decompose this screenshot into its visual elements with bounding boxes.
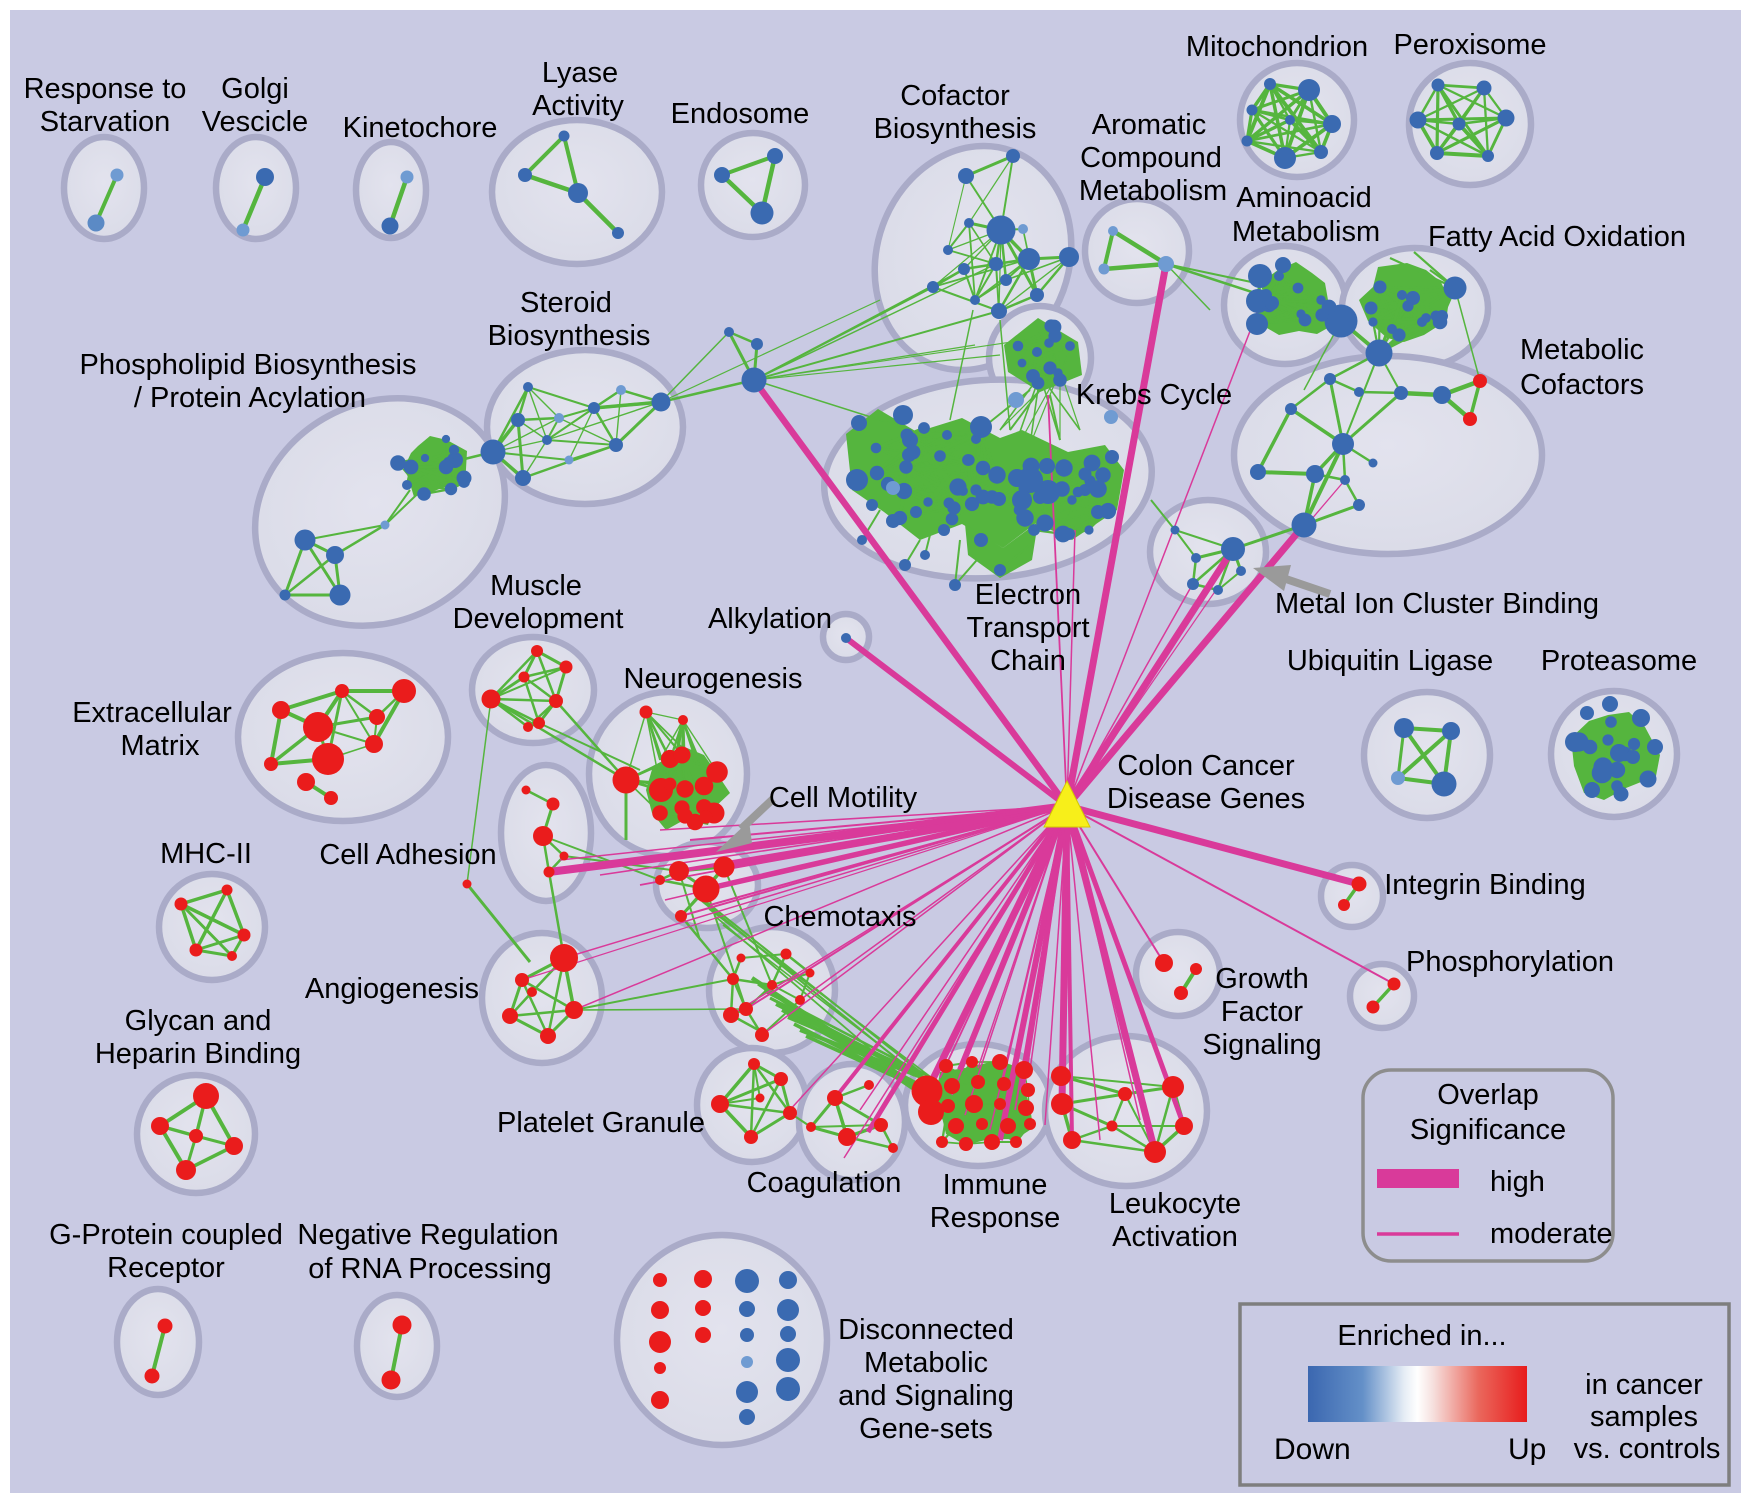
svg-text:Disease Genes: Disease Genes — [1107, 783, 1305, 815]
svg-text:Development: Development — [453, 603, 624, 635]
svg-text:Aromatic: Aromatic — [1092, 109, 1206, 141]
svg-text:Platelet Granule: Platelet Granule — [497, 1107, 705, 1139]
svg-text:Neurogenesis: Neurogenesis — [624, 663, 803, 695]
svg-text:Coagulation: Coagulation — [747, 1167, 902, 1199]
svg-text:Receptor: Receptor — [107, 1252, 225, 1284]
svg-text:Up: Up — [1508, 1433, 1546, 1466]
svg-text:Vescicle: Vescicle — [202, 106, 308, 138]
svg-text:Immune: Immune — [943, 1169, 1048, 1201]
svg-text:samples: samples — [1590, 1401, 1698, 1433]
svg-text:Fatty Acid Oxidation: Fatty Acid Oxidation — [1428, 221, 1686, 253]
svg-text:Chain: Chain — [990, 645, 1066, 677]
svg-text:vs. controls: vs. controls — [1574, 1433, 1721, 1465]
svg-text:Integrin Binding: Integrin Binding — [1384, 869, 1586, 901]
svg-text:Leukocyte: Leukocyte — [1109, 1188, 1241, 1220]
svg-text:Transport: Transport — [966, 612, 1089, 644]
svg-text:Overlap: Overlap — [1437, 1079, 1539, 1111]
svg-text:Colon Cancer: Colon Cancer — [1117, 750, 1295, 782]
svg-text:Lyase: Lyase — [542, 57, 618, 89]
svg-text:Peroxisome: Peroxisome — [1393, 29, 1546, 61]
svg-text:Phospholipid Biosynthesis: Phospholipid Biosynthesis — [80, 349, 417, 381]
svg-text:Significance: Significance — [1410, 1114, 1566, 1146]
svg-text:Activation: Activation — [1112, 1221, 1238, 1253]
svg-text:Muscle: Muscle — [490, 570, 582, 602]
svg-text:and Signaling: and Signaling — [838, 1380, 1014, 1412]
svg-text:Down: Down — [1274, 1433, 1351, 1466]
svg-text:Kinetochore: Kinetochore — [343, 112, 498, 144]
svg-text:Signaling: Signaling — [1202, 1029, 1321, 1061]
svg-text:Electron: Electron — [975, 579, 1081, 611]
svg-text:Angiogenesis: Angiogenesis — [305, 973, 479, 1005]
svg-text:Ubiquitin Ligase: Ubiquitin Ligase — [1287, 645, 1493, 677]
svg-text:Krebs Cycle: Krebs Cycle — [1076, 379, 1232, 411]
svg-text:moderate: moderate — [1490, 1218, 1613, 1250]
svg-text:MHC-II: MHC-II — [160, 838, 252, 870]
svg-text:Cofactors: Cofactors — [1520, 369, 1644, 401]
svg-text:Phosphorylation: Phosphorylation — [1406, 946, 1614, 978]
svg-text:Gene-sets: Gene-sets — [859, 1413, 993, 1445]
svg-text:Cell Motility: Cell Motility — [769, 782, 918, 814]
svg-text:/ Protein Acylation: / Protein Acylation — [134, 382, 366, 414]
svg-text:Disconnected: Disconnected — [838, 1314, 1014, 1346]
svg-text:Alkylation: Alkylation — [708, 603, 832, 635]
svg-text:Response to: Response to — [24, 73, 187, 105]
svg-text:in cancer: in cancer — [1585, 1369, 1703, 1401]
svg-text:Biosynthesis: Biosynthesis — [488, 320, 651, 352]
svg-text:Proteasome: Proteasome — [1541, 645, 1697, 677]
svg-text:Response: Response — [930, 1202, 1061, 1234]
svg-text:Cell Adhesion: Cell Adhesion — [319, 839, 496, 871]
svg-text:Mitochondrion: Mitochondrion — [1186, 31, 1368, 63]
svg-text:Biosynthesis: Biosynthesis — [874, 113, 1037, 145]
svg-text:Golgi: Golgi — [221, 73, 289, 105]
svg-text:Growth: Growth — [1215, 963, 1308, 995]
svg-text:Factor: Factor — [1221, 996, 1304, 1028]
svg-text:Metal Ion Cluster Binding: Metal Ion Cluster Binding — [1275, 588, 1599, 620]
svg-text:Chemotaxis: Chemotaxis — [763, 901, 916, 933]
svg-text:Compound: Compound — [1080, 142, 1222, 174]
svg-text:Metabolic: Metabolic — [1520, 334, 1644, 366]
svg-text:Activity: Activity — [532, 90, 624, 122]
svg-text:Starvation: Starvation — [40, 106, 171, 138]
svg-text:Matrix: Matrix — [121, 730, 200, 762]
svg-text:Metabolic: Metabolic — [864, 1347, 988, 1379]
svg-text:of RNA Processing: of RNA Processing — [308, 1253, 551, 1285]
svg-text:G-Protein coupled: G-Protein coupled — [49, 1219, 283, 1251]
svg-text:Metabolism: Metabolism — [1232, 216, 1380, 248]
svg-text:Enriched in...: Enriched in... — [1337, 1320, 1506, 1352]
svg-text:Cofactor: Cofactor — [900, 80, 1010, 112]
svg-text:Steroid: Steroid — [520, 287, 612, 319]
svg-text:Metabolism: Metabolism — [1079, 175, 1227, 207]
svg-text:Heparin Binding: Heparin Binding — [95, 1038, 301, 1070]
svg-text:high: high — [1490, 1166, 1545, 1198]
svg-text:Extracellular: Extracellular — [72, 697, 232, 729]
svg-text:Aminoacid: Aminoacid — [1236, 182, 1371, 214]
svg-text:Endosome: Endosome — [671, 98, 810, 130]
svg-text:Glycan and: Glycan and — [125, 1005, 272, 1037]
svg-text:Negative Regulation: Negative Regulation — [297, 1219, 558, 1251]
